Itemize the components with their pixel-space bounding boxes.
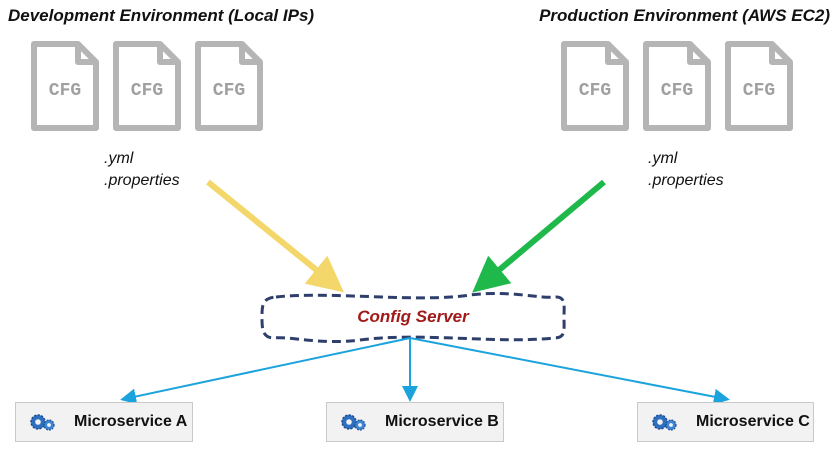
dev-ext-properties: .properties bbox=[104, 172, 180, 189]
microservice-c-label: Microservice C bbox=[696, 413, 810, 430]
gears-icon bbox=[341, 414, 366, 431]
microservice-b-label: Microservice B bbox=[385, 413, 499, 430]
dev-config-file-icon: CFG bbox=[112, 40, 182, 132]
dev-file-label-3: CFG bbox=[213, 81, 245, 101]
dev-config-file-icon: CFG bbox=[194, 40, 264, 132]
config-server-label: Config Server bbox=[357, 307, 469, 326]
prod-config-file-icon: CFG bbox=[560, 40, 630, 132]
prod-file-label-3: CFG bbox=[743, 81, 775, 101]
dev-file-label-2: CFG bbox=[131, 81, 163, 101]
config-server-outline bbox=[260, 291, 566, 344]
prod-file-extensions: .yml .properties bbox=[648, 148, 724, 192]
prod-file-label-1: CFG bbox=[579, 81, 611, 101]
server-to-a-arrow bbox=[120, 337, 411, 405]
gears-icon bbox=[652, 414, 677, 431]
dev-file-extensions: .yml .properties bbox=[104, 148, 180, 192]
dev-config-file-icon: CFG bbox=[30, 40, 100, 132]
prod-to-server-arrow bbox=[472, 179, 606, 293]
dev-file-label-1: CFG bbox=[49, 81, 81, 101]
dev-to-server-arrow bbox=[206, 179, 344, 293]
prod-ext-properties: .properties bbox=[648, 172, 724, 189]
server-to-c-arrow bbox=[409, 337, 730, 405]
gears-icon bbox=[30, 414, 55, 431]
dev-environment-heading: Development Environment (Local IPs) bbox=[8, 6, 315, 25]
microservice-a-box: Microservice A bbox=[15, 402, 193, 442]
microservice-c-box: Microservice C bbox=[637, 402, 814, 442]
prod-ext-yml: .yml bbox=[648, 150, 678, 167]
prod-config-file-icon: CFG bbox=[642, 40, 712, 132]
prod-config-file-icon: CFG bbox=[724, 40, 794, 132]
microservice-a-label: Microservice A bbox=[74, 413, 188, 430]
prod-environment-heading: Production Environment (AWS EC2) bbox=[539, 6, 830, 25]
prod-file-label-2: CFG bbox=[661, 81, 693, 101]
microservice-b-box: Microservice B bbox=[326, 402, 504, 442]
dev-ext-yml: .yml bbox=[104, 150, 134, 167]
